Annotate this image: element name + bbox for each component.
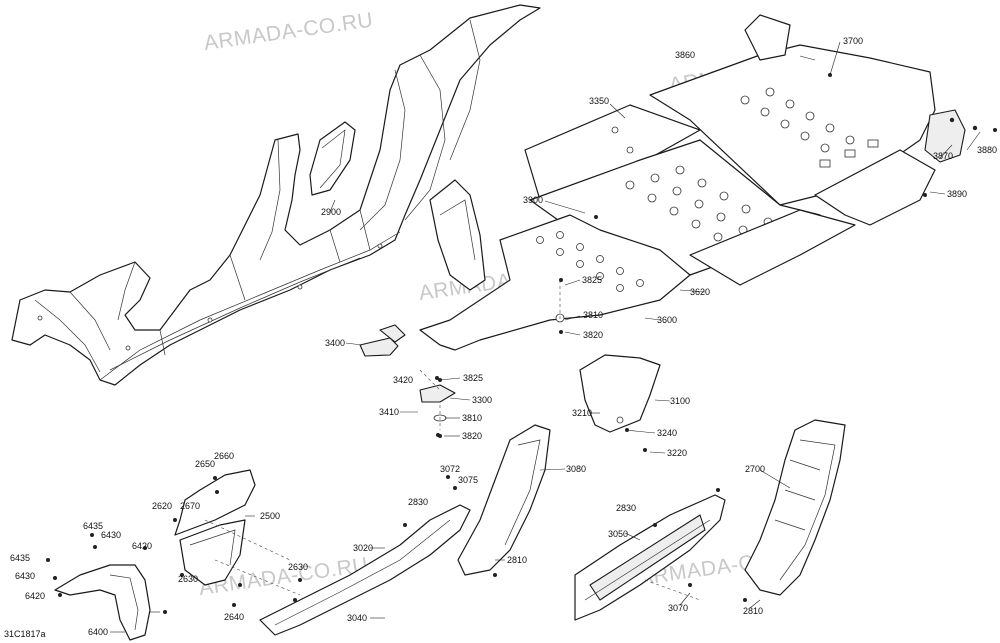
hardware — [46, 73, 997, 614]
callout-2500: 2500 — [260, 511, 280, 521]
callout-3075: 3075 — [458, 475, 478, 485]
callout-6400: 6400 — [88, 627, 108, 637]
part-3050 — [574, 494, 726, 621]
callout-2830-right: 2830 — [616, 503, 636, 513]
watermark-top-left: ARMADA-CO.RU — [202, 8, 374, 55]
callout-3070: 3070 — [668, 603, 688, 613]
callout-3820-lower: 3820 — [462, 431, 482, 441]
callout-3620: 3620 — [690, 287, 710, 297]
callout-3810-lower: 3810 — [462, 413, 482, 423]
callout-6435-b: 6435 — [10, 553, 30, 563]
callout-2900: 2900 — [321, 207, 341, 217]
part-3300 — [419, 376, 456, 437]
part-6400 — [54, 564, 151, 641]
callout-3350: 3350 — [589, 96, 609, 106]
callout-3020: 3020 — [353, 543, 373, 553]
callout-6420-a: 6420 — [132, 541, 152, 551]
part-3100 — [579, 354, 661, 452]
floor-panel-3350 — [524, 104, 701, 201]
callout-3420: 3420 — [393, 375, 413, 385]
callout-3825-lower: 3825 — [463, 373, 483, 383]
part-2900 — [309, 121, 356, 196]
callout-3825-upper: 3825 — [582, 275, 602, 285]
callout-3900: 3900 — [523, 195, 543, 205]
callout-3072: 3072 — [440, 464, 460, 474]
callout-3100: 3100 — [670, 396, 690, 406]
callout-6420-b: 6420 — [25, 591, 45, 601]
callout-6435-a: 6435 — [83, 521, 103, 531]
callout-3210: 3210 — [572, 408, 592, 418]
callout-3080: 3080 — [566, 464, 586, 474]
callout-3600: 3600 — [657, 315, 677, 325]
callout-3400: 3400 — [325, 338, 345, 348]
callout-2830-left: 2830 — [408, 497, 428, 507]
part-door-panel-left — [429, 179, 486, 291]
floor-center-holes — [625, 165, 773, 242]
callout-3700: 3700 — [843, 36, 863, 46]
floor-panel-3620 — [689, 149, 936, 286]
callout-2700: 2700 — [745, 464, 765, 474]
callout-2620: 2620 — [152, 501, 172, 511]
floor-3600-holes — [536, 231, 644, 323]
floor-3700-holes — [740, 87, 879, 168]
part-2500 — [174, 469, 256, 586]
part-3020 — [259, 504, 471, 636]
callout-2660: 2660 — [214, 451, 234, 461]
assembly-lines — [204, 280, 701, 601]
callout-3050: 3050 — [608, 529, 628, 539]
callout-2810-a: 2810 — [507, 555, 527, 565]
callout-3890: 3890 — [947, 189, 967, 199]
callout-2630-a: 2630 — [178, 574, 198, 584]
callout-3810-upper: 3810 — [583, 310, 603, 320]
callout-2810-b: 2810 — [743, 606, 763, 616]
drawing-reference: 31C1817a — [4, 629, 46, 639]
callout-3820-upper: 3820 — [583, 330, 603, 340]
callout-3240: 3240 — [657, 428, 677, 438]
callout-6430-a: 6430 — [101, 530, 121, 540]
part-2700 — [744, 419, 846, 596]
callout-2650: 2650 — [195, 459, 215, 469]
callout-3040: 3040 — [347, 613, 367, 623]
floor-panel-3700 — [649, 14, 966, 206]
callout-2670: 2670 — [180, 501, 200, 511]
part-3080 — [457, 424, 551, 576]
callout-6430-b: 6430 — [15, 571, 35, 581]
callout-3880: 3880 — [977, 145, 997, 155]
callouts: 3860 3700 3350 3870 3880 3890 3900 3825 … — [10, 36, 997, 637]
callout-2640: 2640 — [224, 612, 244, 622]
callout-3860: 3860 — [675, 50, 695, 60]
callout-2630-b: 2630 — [288, 562, 308, 572]
callout-3300: 3300 — [472, 395, 492, 405]
body-side-panel — [11, 4, 541, 386]
callout-3410: 3410 — [379, 407, 399, 417]
part-3400 — [359, 324, 406, 357]
callout-3220: 3220 — [667, 448, 687, 458]
leader-lines — [110, 41, 981, 633]
callout-3870: 3870 — [933, 151, 953, 161]
floor-panel-3600 — [419, 214, 691, 351]
